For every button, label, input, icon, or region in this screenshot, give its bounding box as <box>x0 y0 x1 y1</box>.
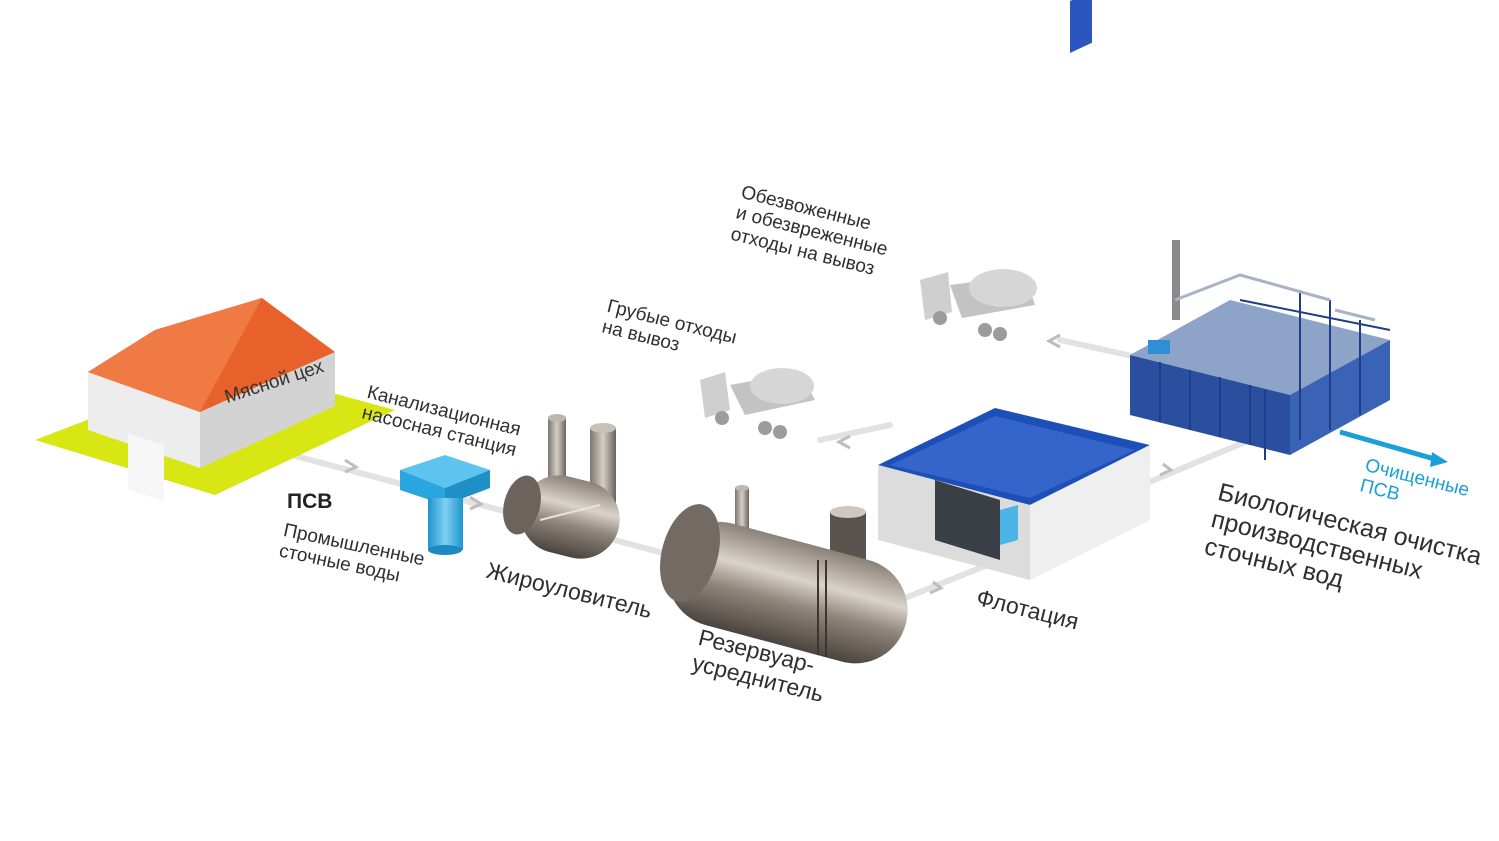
bio-treatment-plant <box>1130 240 1391 460</box>
dewatered-waste-truck <box>920 269 1037 341</box>
grease-trap <box>503 414 620 559</box>
meat-shop-building <box>35 298 395 502</box>
flotation-unit <box>878 0 1150 580</box>
flow-arrow-icon <box>344 333 1174 595</box>
psv-abbr-label: ПСВ <box>287 490 333 513</box>
coarse-waste-truck <box>700 368 815 439</box>
pump-station <box>400 455 490 555</box>
equalization-tank <box>660 485 908 664</box>
clean-water-arrow-icon <box>1339 429 1448 467</box>
